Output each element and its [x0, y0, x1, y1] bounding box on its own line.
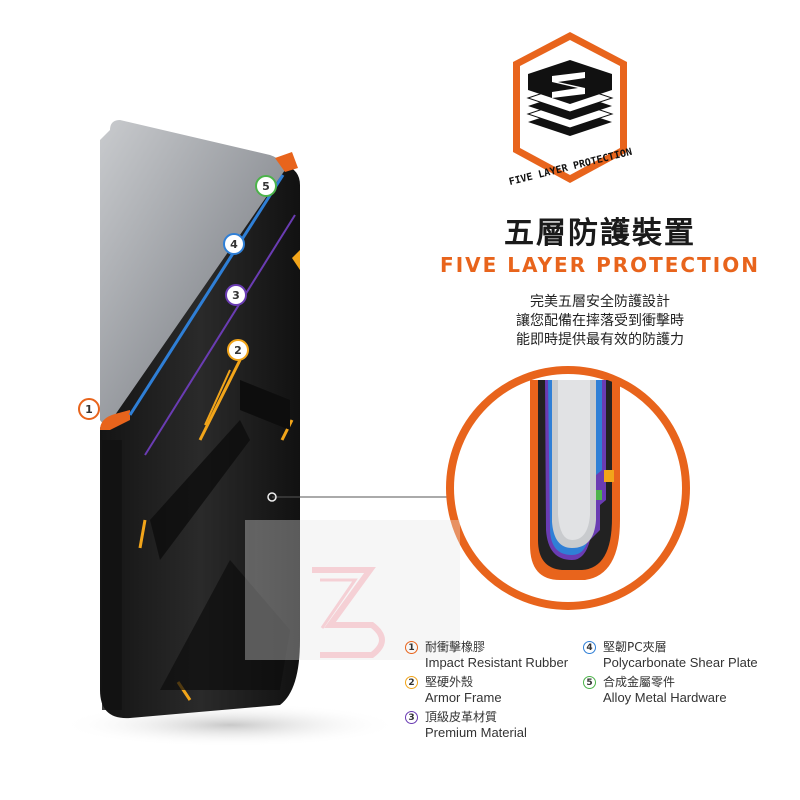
callout-2: 2 [227, 339, 249, 361]
legend-num-3: 3 [405, 711, 418, 724]
phone [100, 120, 450, 719]
heading-cn: 五層防護裝置 [504, 216, 696, 251]
svg-text:5: 5 [262, 180, 270, 193]
watermark-logo [245, 520, 460, 660]
legend-num-2: 2 [405, 676, 418, 689]
legend-en-5: Alloy Metal Hardware [603, 690, 727, 705]
layer-1-rubber-top [275, 152, 298, 172]
cross-section-detail [446, 366, 690, 610]
legend-en-1: Impact Resistant Rubber [425, 655, 569, 670]
callout-5: 5 [255, 175, 277, 197]
phone-screen [100, 120, 285, 425]
legend-cn-3: 頂級皮革材質 [425, 710, 498, 724]
case-shell [100, 165, 300, 719]
legend-num-1: 1 [405, 641, 418, 654]
heading-en: FIVE LAYER PROTECTION [440, 253, 760, 277]
legend-cn-2: 堅硬外殼 [425, 675, 474, 689]
legend-en-3: Premium Material [425, 725, 527, 740]
svg-text:1: 1 [85, 403, 93, 416]
description-line-2: 讓您配備在摔落受到衝擊時 [516, 313, 684, 329]
description-line-1: 完美五層安全防護設計 [530, 294, 670, 310]
layer-4-pc-line [128, 174, 285, 416]
legend-cn-1: 耐衝擊橡膠 [425, 640, 486, 654]
description-line-3: 能即時提供最有效的防護力 [516, 332, 684, 348]
legend-num-4: 4 [583, 641, 596, 654]
legend-cn-4: 堅韌PC夾層 [603, 640, 667, 654]
callout-4: 4 [223, 233, 245, 255]
legend-num-5: 5 [583, 676, 596, 689]
layer-3-leather-line [144, 214, 296, 456]
five-layer-logo [513, 32, 627, 183]
legend-cn-5: 合成金屬零件 [603, 675, 676, 689]
callout-3: 3 [225, 284, 247, 306]
callout-1: 1 [78, 398, 100, 420]
legend-en-2: Armor Frame [425, 690, 502, 705]
svg-text:4: 4 [230, 238, 238, 251]
layer-1-rubber-edge [100, 410, 130, 430]
svg-text:3: 3 [232, 289, 240, 302]
svg-text:2: 2 [234, 344, 242, 357]
legend-en-4: Polycarbonate Shear Plate [603, 655, 758, 670]
